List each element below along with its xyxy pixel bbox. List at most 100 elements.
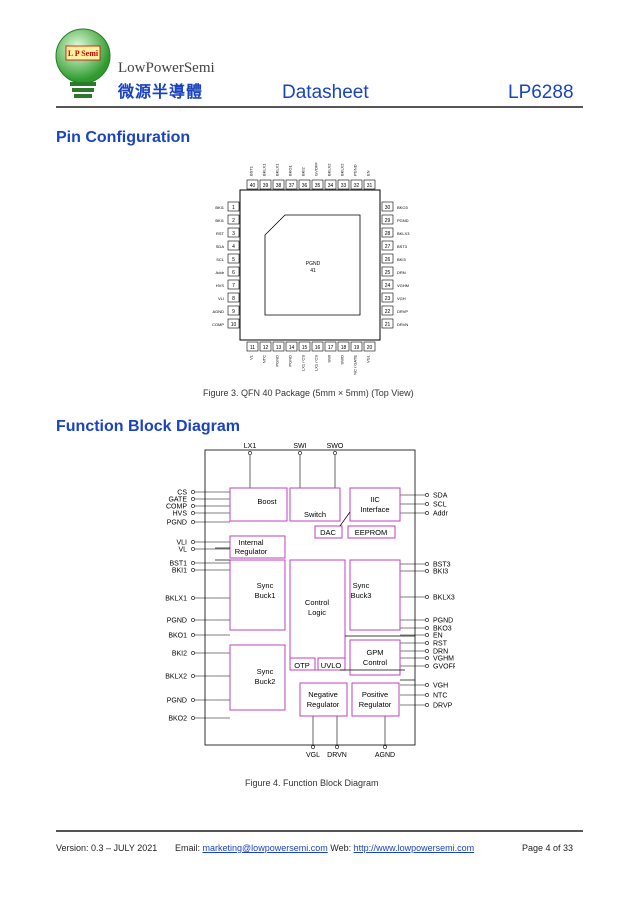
svg-text:1: 1: [232, 205, 235, 211]
svg-text:VGH: VGH: [433, 683, 448, 690]
negative-regulator-block: [299, 682, 348, 717]
svg-text:22: 22: [385, 309, 391, 315]
svg-text:DRN: DRN: [433, 649, 448, 656]
svg-text:BST1: BST1: [169, 561, 187, 568]
svg-text:HVS: HVS: [173, 511, 188, 518]
svg-text:SWO: SWO: [340, 355, 345, 365]
block-pin-sda-0: SDA: [400, 493, 448, 500]
block-pin-bki2-12: BKI2: [172, 651, 230, 658]
block-pin-hvs-3: HVS: [173, 511, 230, 518]
svg-text:NC / GATE: NC / GATE: [353, 355, 358, 375]
pin-config-heading: Pin Configuration: [56, 129, 191, 146]
svg-text:5: 5: [232, 257, 235, 263]
svg-text:BKI3: BKI3: [433, 569, 448, 576]
svg-text:AGND: AGND: [212, 309, 224, 314]
svg-text:BKLX3: BKLX3: [397, 231, 410, 236]
svg-text:7: 7: [232, 283, 235, 289]
svg-text:BKLX2: BKLX2: [165, 674, 187, 681]
negative-regulator-label-2: Regulator: [307, 700, 340, 709]
svg-text:25: 25: [385, 270, 391, 276]
svg-text:SWI: SWI: [293, 443, 306, 450]
svg-text:VL: VL: [178, 547, 187, 554]
svg-text:RST: RST: [216, 231, 225, 236]
svg-text:SDA: SDA: [216, 244, 225, 249]
svg-text:27: 27: [385, 244, 391, 250]
eeprom-block: [347, 525, 396, 539]
svg-text:BKI3: BKI3: [397, 257, 406, 262]
positive-regulator-label-2: Regulator: [359, 700, 392, 709]
footer-web-label: Web:: [330, 843, 352, 853]
gpm-label-2: Control: [363, 658, 388, 667]
svg-text:21: 21: [385, 322, 391, 328]
svg-text:32: 32: [354, 183, 360, 189]
pad-label: PGND: [306, 261, 321, 267]
svg-text:BKI1: BKI1: [215, 205, 224, 210]
svg-text:NTC: NTC: [262, 355, 267, 363]
block-pin-vgh-13: VGH: [400, 683, 448, 690]
pad-number: 41: [310, 268, 316, 274]
svg-text:SCL: SCL: [216, 257, 225, 262]
block-pin-bklx3-5: BKLX3: [400, 595, 455, 602]
pin-25: 25 DRN: [381, 266, 406, 277]
pin-1: 1 BKI1: [215, 201, 240, 212]
svg-text:20: 20: [367, 345, 373, 351]
svg-text:13: 13: [276, 345, 282, 351]
svg-text:10: 10: [231, 322, 237, 328]
svg-text:28: 28: [385, 231, 391, 237]
svg-text:HVS: HVS: [216, 283, 225, 288]
svg-text:38: 38: [276, 183, 282, 189]
svg-text:17: 17: [328, 345, 334, 351]
footer-web-link[interactable]: http://www.lowpowersemi.com: [353, 843, 475, 853]
svg-text:SWI: SWI: [327, 355, 332, 363]
sync-buck3-label-1: Sync: [353, 581, 370, 590]
svg-text:29: 29: [385, 218, 391, 224]
svg-text:BKO2: BKO2: [168, 716, 187, 723]
iic-block: [349, 487, 401, 522]
svg-text:COMP: COMP: [212, 322, 224, 327]
block-pin-bki1-8: BKI1: [172, 568, 230, 575]
svg-text:30: 30: [385, 205, 391, 211]
otp-label: OTP: [294, 661, 309, 670]
footer-email-link[interactable]: marketing@lowpowersemi.com: [202, 843, 328, 853]
block-pin-bklx2-13: BKLX2: [165, 674, 230, 681]
eeprom-label: EEPROM: [355, 528, 388, 537]
svg-text:BKO3: BKO3: [433, 626, 452, 633]
block-pin-rst-9: RST: [400, 641, 448, 648]
block-pin-bko1-11: BKO1: [168, 633, 230, 640]
svg-text:VGH: VGH: [397, 296, 406, 301]
svg-text:35: 35: [315, 183, 321, 189]
block-pin-vghm-11: VGHM: [400, 656, 454, 663]
svg-text:LX1 / CS: LX1 / CS: [301, 355, 306, 371]
block-pin-drn-10: DRN: [400, 649, 448, 656]
uvlo-label: UVLO: [321, 661, 342, 670]
negative-regulator-label-1: Negative: [308, 690, 338, 699]
svg-text:VGL: VGL: [306, 752, 320, 759]
svg-text:BST3: BST3: [433, 562, 451, 569]
iic-label-1: IIC: [370, 495, 380, 504]
svg-text:DRN: DRN: [397, 270, 406, 275]
svg-text:BST3: BST3: [397, 244, 408, 249]
svg-text:BKI2: BKI2: [172, 651, 187, 658]
otp-block: [289, 657, 316, 671]
svg-text:COMP: COMP: [166, 504, 187, 511]
svg-text:11: 11: [250, 345, 255, 351]
svg-text:36: 36: [302, 183, 308, 189]
sync-buck2-block: [229, 644, 286, 711]
svg-text:PGND: PGND: [167, 618, 187, 625]
svg-text:39: 39: [263, 183, 269, 189]
